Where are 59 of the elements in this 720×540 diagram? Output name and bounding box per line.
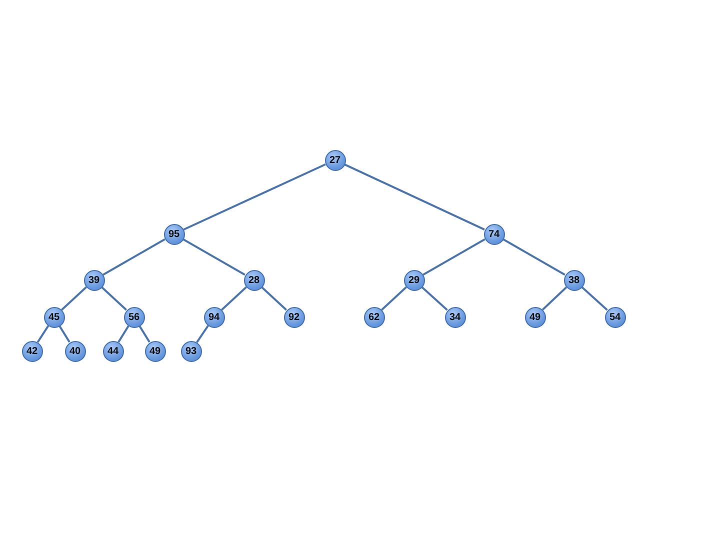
tree-node-circle [204,306,224,328]
node-value: 49 [149,346,161,356]
tree-node-circle [64,340,86,362]
connector-line [138,325,150,343]
node-value: 92 [288,312,300,322]
node-value: 29 [408,274,420,286]
node-value: 62 [368,312,380,322]
node-value: 93 [185,346,197,356]
tree-node-circle [22,340,42,362]
node-value: 39 [88,274,100,286]
connector-line [221,286,247,311]
tree-node-circle [484,224,504,244]
tree-node-circle [102,340,124,362]
node-value: 49 [529,312,541,322]
node-value: 94 [208,312,220,322]
tree-node-circle [604,306,626,328]
tree-node-circle [124,306,144,328]
tree-node-circle [44,306,64,328]
tree-node-circle [164,224,184,244]
connector-line [196,325,209,343]
node-value: 34 [449,312,461,322]
connector-line [502,238,566,276]
connector-line [183,163,326,231]
tree-node-circle [524,306,546,328]
node-value: 42 [26,346,38,356]
connector-line [261,286,287,311]
node-value: 54 [609,312,621,322]
connector-line [101,286,127,311]
connector-line [36,325,50,343]
connector-line [422,238,486,276]
connector-line [381,286,407,311]
connector-line [118,325,130,343]
tree-node-circle [324,150,346,170]
tree-node-circle [364,306,384,328]
tree-node-circle [444,306,466,328]
node-value: 45 [48,312,60,322]
connector-line [344,164,485,230]
connector-line [61,286,87,311]
node-value: 95 [168,228,180,240]
connector-line [542,286,568,310]
node-value: 74 [488,228,500,240]
node-value: 40 [69,346,81,356]
tree-node-circle [144,340,166,362]
tree-node-circle [180,340,202,362]
node-value: 27 [329,154,341,166]
node-value: 56 [128,312,140,322]
node-value: 38 [568,274,580,286]
tree-node-circle [244,270,264,290]
tree-node-circle [284,306,304,328]
node-value: 44 [107,346,119,356]
tree-node-circle [84,270,104,290]
connector-line [581,286,608,311]
connector-line [182,238,246,276]
connector-line [58,325,70,343]
tree-node-circle [404,270,424,290]
connector-line [421,286,448,311]
tree-node-circle [564,270,584,290]
node-value: 28 [248,274,260,286]
connector-line [102,238,166,276]
